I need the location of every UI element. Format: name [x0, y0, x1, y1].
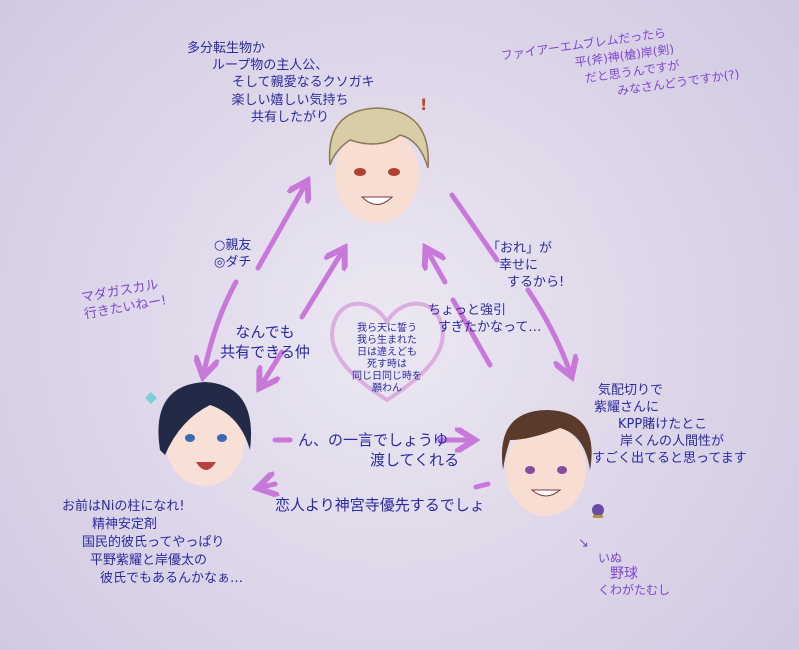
oath-line: 死す時は: [367, 359, 407, 370]
note-line: そして親愛なるクソガキ: [232, 75, 375, 90]
note-line: 楽しい嬉しい気持ち: [231, 93, 349, 108]
note-line: 「おれ」が: [487, 241, 553, 256]
note-line: 岸くんの人間性が: [620, 434, 725, 449]
character-left-face: [145, 382, 252, 486]
note-line: 彼氏でもあるんかなぁ…: [100, 571, 244, 586]
note-line: すぎたかなって…: [438, 320, 542, 335]
note-line: 共有したがり: [250, 110, 329, 125]
note-line: すごく出てると思ってます: [592, 451, 747, 466]
relation-top-right: 「おれ」が 幸せに するから!: [487, 240, 564, 291]
note-line: いぬ: [598, 551, 623, 565]
oath-text: 我ら天に誓う 我ら生まれた 日は違えども 死す時は 同じ日同じ時を 願わん: [336, 323, 438, 395]
note-line: ◎ダチ: [214, 255, 252, 270]
oath-line: 願わん: [372, 383, 402, 394]
arrow-right-to-left-b: [262, 484, 275, 487]
top-char-feeling: 楽しい嬉しい気持ち 共有したがり: [220, 92, 360, 126]
arrow-top-to-right-2: [525, 287, 570, 372]
right-char-notes: 気配切りで 紫耀さんに KPP賭けたとこ 岸くんの人間性が すごく出てると思って…: [592, 382, 747, 467]
right-char-likes: いぬ 野球 くわがたむし: [598, 550, 670, 598]
character-top-face: !: [328, 95, 429, 223]
note-line: 多分転生物か: [187, 41, 266, 56]
note-line: 幸せに: [499, 258, 539, 273]
note-line: ○親友: [214, 238, 252, 253]
note-line: くわがたむし: [598, 583, 671, 597]
heart-outline: [330, 301, 445, 403]
arrow-left-to-top: [255, 185, 305, 271]
note-line: 共有できる仲: [220, 343, 310, 361]
down-arrow-icon: ↘: [578, 536, 589, 551]
note-line: 平野紫耀と岸優太の: [90, 553, 208, 568]
oath-line: 我ら天に誓う: [357, 323, 417, 334]
arrow-top-to-right: [449, 192, 500, 263]
arrow-inner-left-down: [262, 349, 285, 384]
svg-text:!: !: [420, 95, 427, 114]
note-line: 野球: [610, 566, 638, 582]
note-line: 紫耀さんに: [594, 400, 660, 415]
relation-right-left: 恋人より神宮寺優先するでしょ: [275, 496, 485, 514]
note-line: ループ物の主人公、: [212, 58, 329, 73]
relation-left-top-inner: なんでも 共有できる仲: [220, 322, 310, 362]
relation-right-top-inner: ちょっと強引 すぎたかなって…: [428, 302, 541, 336]
top-char-notes: 多分転生物か ループ物の主人公、 そして親愛なるクソガキ: [187, 40, 375, 91]
note-line: KPP賭けたとこ: [618, 417, 708, 432]
arrow-top-to-left: [204, 279, 239, 372]
arrow-right-to-left-a: [473, 481, 491, 490]
note-line: 渡してくれる: [370, 451, 460, 469]
note-line: 気配切りで: [598, 383, 664, 398]
note-line: 精神安定剤: [92, 517, 158, 532]
arrow-inner-left-up: [299, 252, 342, 320]
character-right-face: [501, 410, 604, 518]
relation-left-right: ん、の一言でしょうゆ 渡してくれる: [298, 430, 459, 470]
arrow-right-to-top-2: [428, 252, 448, 285]
note-line: 国民的彼氏ってやっぱり: [82, 535, 225, 550]
left-char-notes: お前はNiの柱になれ! 精神安定剤 国民的彼氏ってやっぱり 平野紫耀と岸優太の …: [62, 498, 243, 588]
note-line: ちょっと強引: [428, 303, 507, 318]
note-line: するから!: [507, 275, 565, 290]
note-line: なんでも: [235, 323, 295, 341]
oath-line: 我ら生まれた: [357, 335, 417, 346]
relation-left-top: ○親友 ◎ダチ: [214, 237, 251, 271]
note-line: お前はNiの柱になれ!: [62, 499, 185, 514]
arrow-right-to-top: [450, 297, 493, 368]
note-line: ん、の一言でしょうゆ: [298, 431, 449, 449]
oath-line: 日は違えども: [357, 347, 417, 358]
oath-line: 同じ日同じ時を: [352, 371, 422, 382]
